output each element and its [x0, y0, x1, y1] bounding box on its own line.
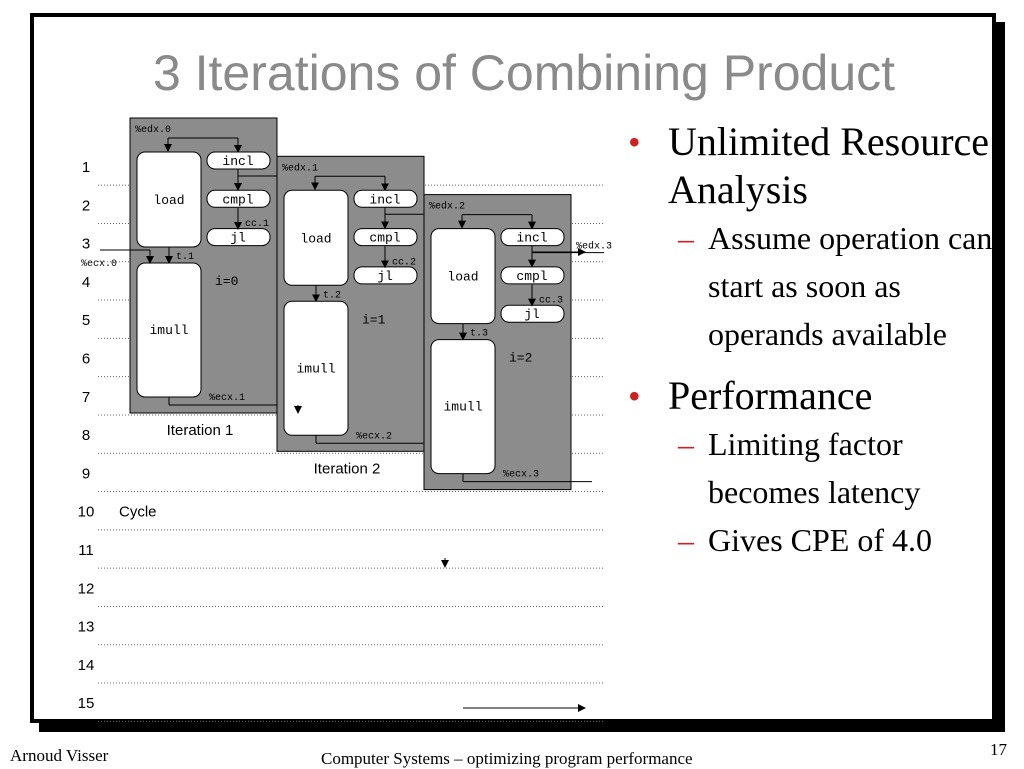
register-label-edx-in: %edx.2	[429, 201, 465, 213]
imull-op-label: imull	[149, 323, 188, 338]
sub-bullet-limiting: – Limiting factor becomes latency	[620, 420, 995, 516]
bullet-dot: •	[628, 122, 641, 162]
footer-course: Computer Systems – optimizing program pe…	[321, 749, 693, 768]
sub-bullet-cpe: – Gives CPE of 4.0	[620, 516, 995, 564]
register-label-ecx-in: %ecx.0	[81, 259, 117, 270]
sub-bullet-text: Gives CPE of 4.0	[708, 522, 932, 558]
incl-op-label: incl	[516, 231, 547, 246]
iteration-index-label: i=2	[509, 351, 532, 366]
cycle-number: 4	[82, 274, 90, 291]
incl-op-label: incl	[369, 192, 400, 207]
cycle-number: 2	[82, 197, 90, 214]
cycle-number: 14	[78, 657, 95, 674]
sub-bullet-dash: –	[678, 522, 694, 558]
bullet-text: Unlimited Resource Analysis	[668, 119, 990, 212]
cycle-number: 11	[78, 542, 94, 559]
bullet-list: • Unlimited Resource Analysis – Assume o…	[620, 118, 995, 564]
load-op-label: load	[153, 193, 184, 208]
cycle-number: 13	[78, 619, 95, 636]
load-op-label: load	[300, 231, 331, 246]
iteration-index-label: i=0	[215, 274, 238, 289]
cycle-number: 8	[82, 427, 90, 444]
jl-op-label: jl	[377, 269, 393, 284]
sub-bullet-dash: –	[678, 426, 694, 462]
cmpl-op-label: cmpl	[369, 231, 400, 246]
iteration-caption: Iteration 1	[167, 422, 234, 439]
cycle-number: 9	[82, 465, 90, 482]
cycle-number: 6	[82, 351, 90, 368]
page-number: 17	[990, 740, 1007, 759]
cycle-number: 3	[82, 236, 90, 253]
iteration-caption: Iteration 2	[314, 460, 381, 477]
imull-op-label: imull	[296, 361, 335, 376]
load-op-label: load	[447, 270, 478, 285]
sub-bullet-dash: –	[678, 220, 694, 256]
bullet-performance: • Performance	[620, 372, 995, 420]
register-label-edx-in: %edx.1	[282, 162, 318, 174]
cmpl-op-label: cmpl	[516, 269, 547, 284]
temp-label: t.1	[176, 252, 194, 263]
temp-label: t.3	[470, 329, 488, 340]
register-label-edx-in: %edx.0	[135, 124, 171, 136]
register-label-ecx-out: %ecx.1	[209, 393, 245, 404]
sub-bullet-text: Assume operation can start as soon as op…	[708, 220, 993, 352]
cycle-number: 15	[78, 695, 95, 712]
jl-op-label: jl	[230, 231, 246, 246]
incl-op-label: incl	[222, 154, 253, 169]
cycle-number: 1	[82, 159, 90, 176]
footer-author: Arnoud Visser	[10, 746, 109, 765]
slide-title: 3 Iterations of Combining Product	[152, 45, 896, 101]
imull-op-label: imull	[443, 400, 482, 415]
cmpl-op-label: cmpl	[222, 192, 253, 207]
jl-op-label: jl	[524, 307, 540, 322]
cycle-number: 12	[78, 580, 95, 597]
register-label-ecx-out: %ecx.2	[356, 431, 392, 442]
iteration-index-label: i=1	[362, 312, 386, 327]
cycle-axis-label: Cycle	[119, 504, 157, 521]
condition-code-label: cc.3	[539, 296, 563, 307]
bullet-text: Performance	[668, 373, 873, 418]
sub-bullet-assume: – Assume operation can start as soon as …	[620, 214, 995, 358]
sub-bullet-text: Limiting factor becomes latency	[708, 426, 921, 510]
register-label-edx-out: %edx.3	[576, 241, 612, 253]
temp-label: t.2	[323, 290, 341, 301]
register-label-ecx-out: %ecx.3	[503, 470, 539, 481]
condition-code-label: cc.1	[245, 219, 269, 230]
condition-code-label: cc.2	[392, 257, 416, 268]
cycle-number: 10	[78, 504, 95, 521]
cycle-number: 5	[82, 312, 90, 329]
cycle-number: 7	[82, 389, 90, 406]
bullet-unlimited-resource: • Unlimited Resource Analysis	[620, 118, 995, 214]
bullet-dot: •	[628, 376, 641, 416]
